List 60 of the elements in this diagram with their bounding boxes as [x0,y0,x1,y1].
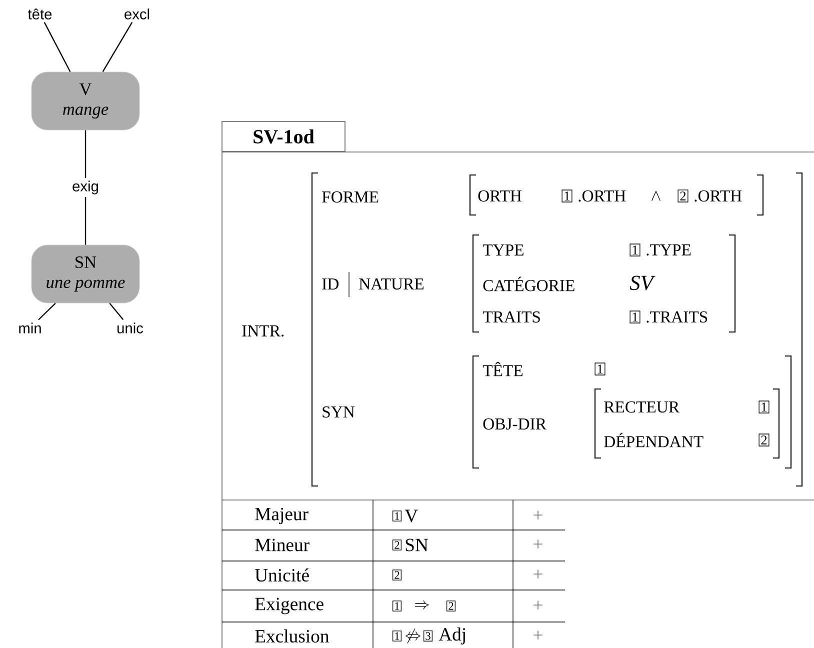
plus-sign: + [534,510,542,520]
feature-label: .ORTH [694,190,742,202]
feature-label: TÊTE [482,362,522,376]
relation-label: tête [28,8,52,20]
coindex-tag: 1 [594,362,606,376]
feature-label: FORME [322,191,378,203]
table-text: Adj [438,628,465,644]
feature-label: INTR. [242,325,284,337]
table-text: Exclusion [255,629,329,643]
coindex-tag: 1 [630,310,640,324]
table-text: V [404,510,418,522]
table-text: Exigence [255,598,324,614]
coindex-tag: 1 [392,510,402,522]
feature-label: TYPE [482,244,524,256]
plus-sign: + [534,630,542,640]
feature-label: .TYPE [646,244,691,256]
feature-label: ORTH [478,190,522,202]
relation-label: excl [124,8,150,20]
feature-label: CATÉGORIE [483,276,574,292]
feature-label: .ORTH [578,190,626,202]
table-text: Unicité [255,568,309,582]
connector-line [44,22,71,72]
coindex-tag: 1 [392,600,402,612]
coindex-tag: 2 [678,190,688,202]
plus-sign: + [534,600,542,610]
table-text: Mineur [255,538,310,552]
connector-line [38,302,56,320]
math-symbol: $\not\Leftrightarrow$ [406,628,420,644]
math-symbol: $\Rightarrow$ [414,600,430,610]
category-value: SV [630,276,656,290]
plus-sign: + [534,540,542,548]
relation-label: min [19,322,41,334]
phrase-box: V mange [31,72,140,130]
table-text: Majeur [255,508,308,524]
connector-line [102,22,133,72]
coindex-tag: 1 [392,630,402,642]
feature-label: RECTEUR [604,401,680,413]
edge-label: exig [69,178,102,197]
feature-label: NATURE [359,278,424,290]
phrase-box: SN une pomme [31,244,140,304]
table-text: SN [406,538,428,552]
plus-sign: + [534,570,542,578]
coindex-tag: 1 [758,400,770,414]
relation-label: unic [118,322,144,334]
connector-line [109,302,124,320]
math-symbol: $\wedge$ [652,190,660,201]
coindex-tag: 2 [758,434,770,446]
feature-label: ID [322,278,339,290]
feature-label: .TRAITS [646,311,708,323]
coindex-tag: 2 [392,570,402,580]
feature-label: OBJ-DIR [483,418,546,430]
coindex-tag: 2 [446,600,456,612]
coindex-tag: 1 [562,190,572,202]
feature-label: DÉPENDANT [604,432,704,448]
feature-label: TRAITS [482,311,540,323]
coindex-tag: 3 [424,630,432,642]
coindex-tag: 1 [630,244,640,256]
feature-label: SYN [322,406,355,418]
coindex-tag: 2 [392,540,402,550]
title-tab: SV-1od [222,121,346,152]
